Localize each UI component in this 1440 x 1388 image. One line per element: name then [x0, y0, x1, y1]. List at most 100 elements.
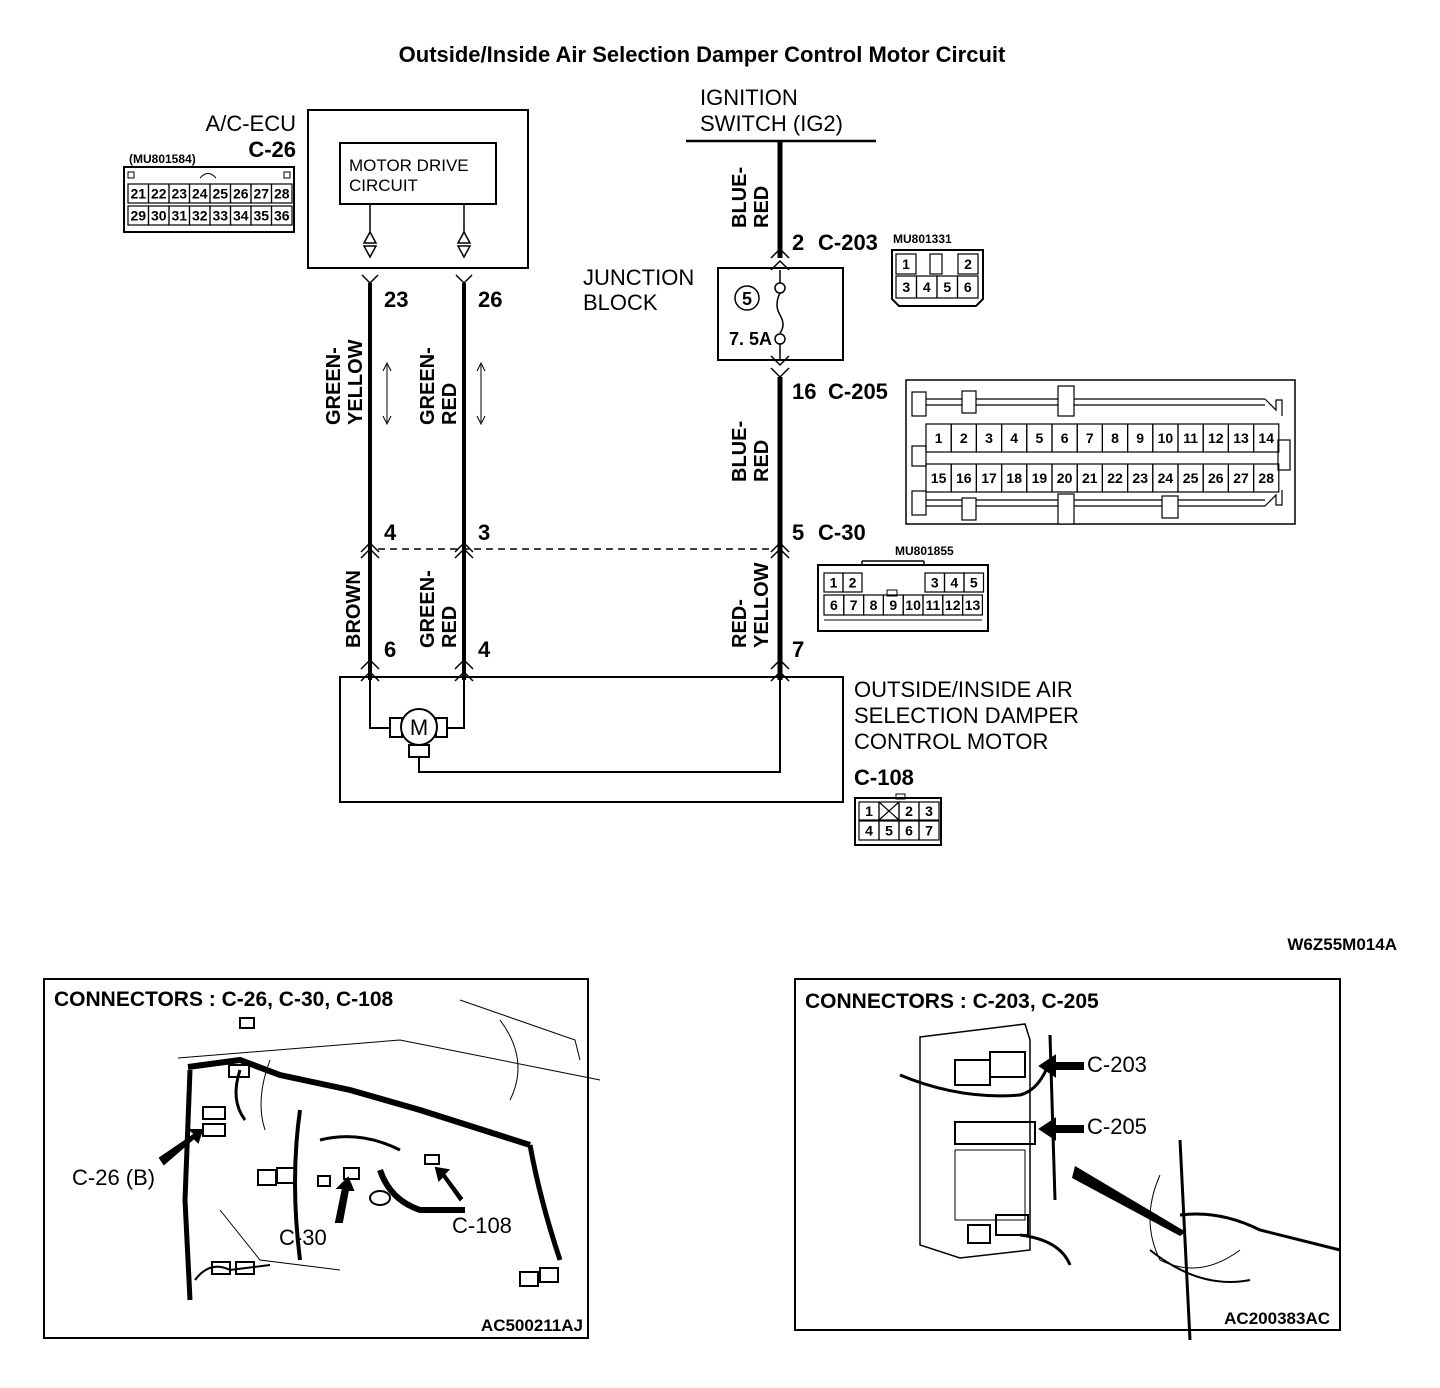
c205-pin-label: 21	[1082, 470, 1098, 486]
ecu-pin-label: 33	[212, 208, 228, 224]
arrow-c26-icon	[158, 1129, 204, 1166]
wire-color-red-yellow-2: YELLOW	[751, 562, 773, 648]
pin-c30-3: 3	[478, 520, 490, 545]
c205-pin-label: 4	[1010, 430, 1018, 446]
motor-symbol: M	[410, 715, 428, 740]
arrow-c203-icon	[1038, 1054, 1084, 1078]
junction-block-line2: BLOCK	[583, 290, 658, 315]
c205-pin-label: 18	[1006, 470, 1022, 486]
c108-connector-id: C-108	[854, 765, 914, 790]
ecu-pin-label: 22	[151, 186, 167, 202]
c203-pin-cell	[957, 253, 979, 275]
c205-pin-label: 16	[956, 470, 972, 486]
c205-pin-label: 13	[1233, 430, 1249, 446]
panel-right-code: AC200383AC	[1224, 1309, 1330, 1328]
c203-pin-label: 4	[923, 279, 931, 295]
ecu-pin-label: 24	[192, 186, 208, 202]
c30-pin-label: 11	[925, 597, 940, 613]
pin-c203-2: 2	[792, 230, 804, 255]
c108-pin-label: 5	[885, 823, 893, 839]
pin-c108-7: 7	[792, 637, 804, 662]
wire-color-green-red-3: GREEN-	[417, 570, 439, 648]
wire-color-green-red-2: RED	[439, 383, 461, 425]
c108-pin-label: 6	[905, 823, 913, 839]
ecu-pin-label: 35	[253, 208, 269, 224]
c108-pin-label: 4	[865, 823, 873, 839]
c205-pin-label: 15	[931, 470, 947, 486]
c205-pin-label: 25	[1183, 470, 1199, 486]
c203-part-number: MU801331	[893, 232, 952, 246]
wire-23	[361, 274, 379, 680]
connector-mark-icon	[770, 541, 790, 559]
connector-mark-icon	[770, 247, 790, 271]
connector-location-panel-left: CONNECTORS : C-26, C-30, C-108	[43, 978, 601, 1339]
wire-color-blue-red-1: BLUE-	[729, 167, 751, 228]
c205-pin-label: 17	[981, 470, 997, 486]
c30-pin-label: 10	[905, 597, 921, 613]
c203-pin-blank-cell	[929, 253, 943, 275]
c108-pin-label: 2	[905, 803, 913, 819]
c203-pin-label: 1	[902, 256, 910, 272]
ecu-pin-label: 36	[274, 208, 290, 224]
ecu-pin-label: 23	[171, 186, 187, 202]
c205-pin-label: 1	[935, 430, 943, 446]
callout-c26: C-26 (B)	[72, 1165, 155, 1190]
wire-color-blue-red-3: BLUE-	[729, 421, 751, 482]
ignition-line1: IGNITION	[700, 85, 798, 110]
c205-pin-label: 27	[1233, 470, 1249, 486]
c108-pin-label: 7	[925, 823, 933, 839]
harness-illustration	[177, 999, 601, 1301]
wire-color-blue-red-2: RED	[751, 186, 773, 228]
fuse-number: 5	[742, 289, 752, 309]
panel-left-title: CONNECTORS : C-26, C-30, C-108	[54, 988, 394, 1011]
c205-pin-label: 5	[1036, 430, 1044, 446]
c205-pin-label: 22	[1107, 470, 1123, 486]
c205-pin-label: 20	[1057, 470, 1073, 486]
pin-c108-6: 6	[384, 637, 396, 662]
pin-c30-5: 5	[792, 520, 804, 545]
c30-pin-label: 4	[950, 575, 958, 591]
arrow-c205-icon	[1038, 1117, 1084, 1141]
c203-pin-label: 6	[964, 279, 972, 295]
ecu-pin-label: 26	[233, 186, 249, 202]
ignition-line2: SWITCH (IG2)	[700, 111, 843, 136]
ecu-pin-label: 27	[253, 186, 269, 202]
unused-pin-cross-icon	[878, 801, 900, 821]
bidirectional-arrow-icon	[382, 361, 392, 426]
fuse-number-circle	[734, 285, 760, 311]
bidirectional-arrow-icon	[476, 361, 486, 426]
c30-part-number: MU801855	[895, 544, 954, 558]
fuse-rating: 7. 5A	[729, 329, 772, 349]
ecu-part-number: (MU801584)	[129, 152, 196, 166]
callout-c30: C-30	[279, 1225, 327, 1250]
fuse-icon	[774, 270, 786, 360]
c205-pin-label: 3	[985, 430, 993, 446]
ecu-pin-label: 34	[233, 208, 249, 224]
motor-drive-circuit-box	[339, 142, 497, 205]
ecu-name: A/C-ECU	[206, 111, 296, 136]
ecu-pin-label: 28	[274, 186, 290, 202]
c205-pin-label: 10	[1158, 430, 1174, 446]
io-triangle-icon	[362, 230, 378, 259]
wire-color-red-yellow-1: RED-	[729, 599, 751, 648]
connector-location-panel-right: CONNECTORS : C-203, C-205 C-203 C-205 AC…	[794, 978, 1341, 1341]
ecu-pin-cell	[270, 205, 293, 226]
c205-pin-label: 23	[1132, 470, 1148, 486]
c30-latch	[886, 589, 898, 597]
c30-pin-cell	[963, 572, 985, 593]
callout-c205: C-205	[1087, 1114, 1147, 1139]
c205-pin-label: 2	[960, 430, 968, 446]
c205-pin-label: 8	[1111, 430, 1119, 446]
c30-pin-label: 1	[830, 575, 838, 591]
ecu-box	[307, 109, 529, 269]
pin-c30-4: 4	[384, 520, 397, 545]
c30-pin-label: 6	[830, 597, 838, 613]
c203-pin-label: 3	[902, 279, 910, 295]
c30-pin-label: 3	[931, 575, 939, 591]
wire-color-brown: BROWN	[343, 570, 365, 648]
c108-pin-label: 3	[925, 803, 933, 819]
c205-pin-label: 12	[1208, 430, 1224, 446]
wire-color-green-red-4: RED	[439, 606, 461, 648]
